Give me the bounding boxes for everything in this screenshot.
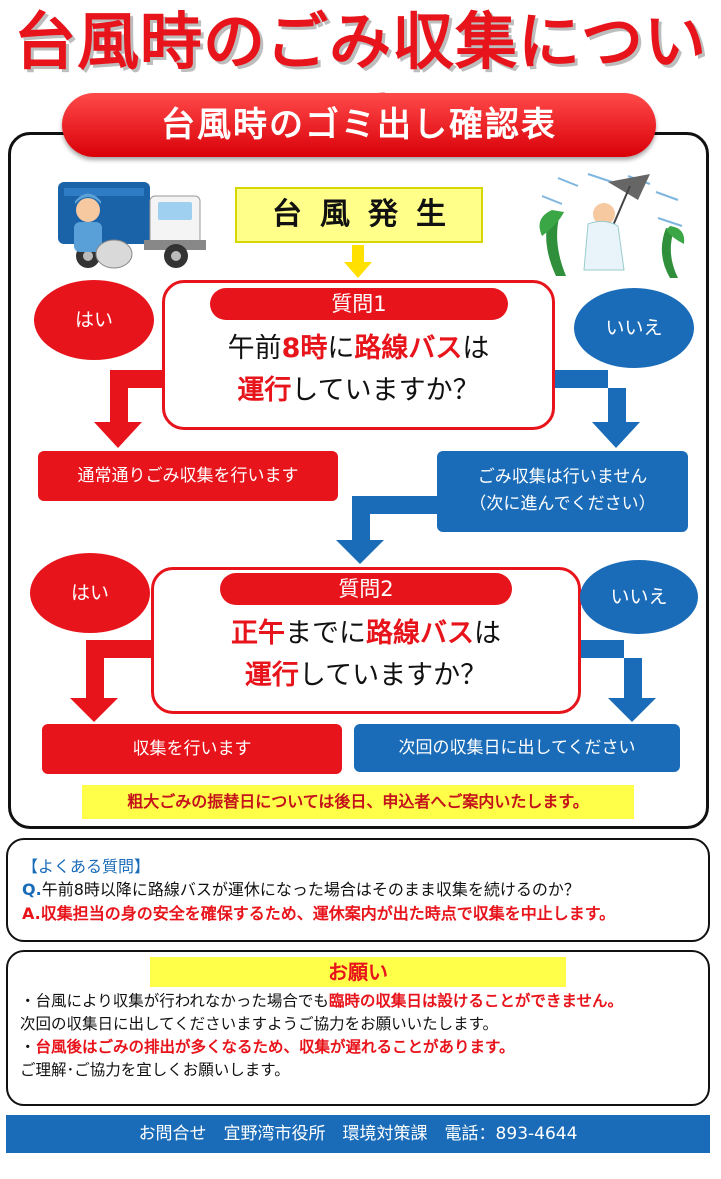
request-line-2: 次回の収集日に出してくださいますようご協力をお願いいたします。 (20, 1015, 499, 1033)
arrow-q1-no (555, 370, 640, 448)
arrow-q2-yes (70, 640, 151, 722)
arrow-none-q2 (336, 496, 437, 564)
q2-yes-bubble: はい (30, 553, 150, 633)
faq-card (6, 838, 710, 942)
faq-heading: 【よくある質問】 (22, 857, 151, 876)
request-heading: お願い (150, 957, 566, 987)
subtitle-banner: 台風時のゴミ出し確認表 (62, 93, 656, 157)
typhoon-person-icon (539, 173, 685, 278)
garbage-truck-icon (58, 182, 206, 269)
question1-label: 質問1 (210, 288, 508, 320)
q1-no-bubble: いいえ (574, 288, 694, 368)
result-next-collection-day: 次回の収集日に出してください (354, 724, 680, 772)
faq-question: Q.午前8時以降に路線バスが運休になった場合はそのまま収集を続けるのか？ (22, 880, 580, 899)
q1-yes-bubble: はい (34, 280, 154, 360)
q2-no-bubble: いいえ (580, 560, 698, 634)
result-normal-collection: 通常通りごみ収集を行います (38, 451, 338, 501)
arrow-q2-no (581, 640, 656, 722)
arrow-q1-yes (94, 370, 162, 448)
faq-answer: A.収集担当の身の安全を確保するため、運休案内が出た時点で収集を中止します。 (22, 904, 616, 923)
question2-text: 正午までに路線バスは 運行していますか？ (231, 618, 501, 691)
question2-label: 質問2 (220, 573, 512, 605)
request-line-4: ご理解･ご協力を宜しくお願いします。 (20, 1061, 290, 1079)
request-line-1: ・台風により収集が行われなかった場合でも臨時の収集日は設けることができません。 (20, 992, 623, 1010)
request-line-3: ・台風後はごみの排出が多くなるため、収集が遅れることがあります。 (20, 1038, 515, 1056)
result-collect: 収集を行います (42, 724, 342, 774)
result-no-collection: ごみ収集は行いません （次に進んでください） (437, 451, 688, 532)
bulky-waste-notice: 粗大ごみの振替日については後日、申込者へご案内いたします。 (82, 785, 634, 819)
arrow-start-q1 (344, 245, 372, 278)
typhoon-start-box: 台風発生 (235, 187, 483, 243)
question1-text: 午前8時に路線バスは 運行していますか？ (227, 333, 490, 406)
contact-footer: お問合せ 宜野湾市役所 環境対策課 電話：893-4644 (6, 1115, 710, 1153)
